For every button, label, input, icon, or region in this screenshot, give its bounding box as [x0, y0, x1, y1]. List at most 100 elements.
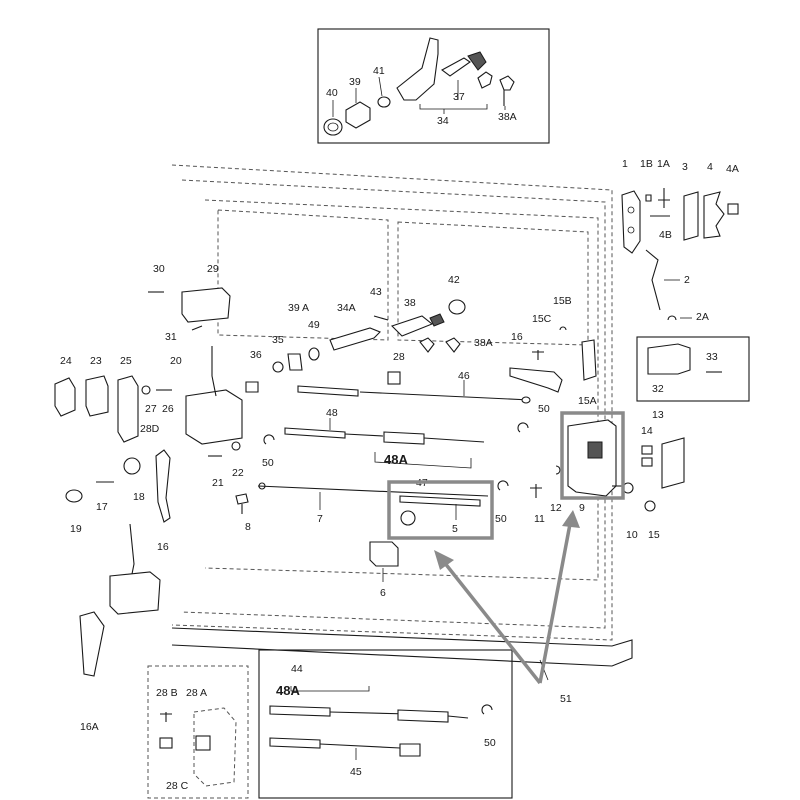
part-38-cylinder — [390, 315, 434, 337]
part-38a-key-2 — [499, 75, 515, 106]
part-36 — [245, 381, 259, 393]
label-34a: 34A — [337, 302, 356, 314]
part-48-cable-b — [383, 431, 425, 445]
label-16-right: 16 — [511, 331, 523, 343]
highlights — [387, 411, 625, 685]
label-4: 4 — [707, 161, 713, 173]
inset-top-frame — [317, 28, 550, 144]
part-50-clip-d — [481, 704, 493, 715]
label-38a-top: 38A — [498, 111, 517, 123]
part-42-ring — [448, 299, 466, 315]
part-4a — [727, 203, 739, 215]
label-28a: 28 A — [186, 687, 207, 699]
part-31-screw — [191, 325, 203, 331]
part-49-ring — [308, 347, 320, 361]
part-23-plate — [85, 375, 109, 417]
label-2: 2 — [684, 274, 690, 286]
label-9: 9 — [579, 502, 585, 514]
label-18: 18 — [133, 491, 145, 503]
highlight-box-part-5 — [387, 480, 494, 540]
label-20: 20 — [170, 355, 182, 367]
label-17: 17 — [96, 501, 108, 513]
label-21: 21 — [212, 477, 224, 489]
part-1a-screw — [658, 188, 670, 208]
label-1: 1 — [622, 158, 628, 170]
label-38: 38 — [404, 297, 416, 309]
inset-box-32: 33 32 — [636, 336, 750, 402]
part-15b-clip — [559, 326, 567, 331]
label-11: 11 — [534, 513, 545, 525]
inset-bottom-frame — [258, 649, 513, 799]
label-33: 33 — [706, 351, 718, 363]
part-37-cylinder — [440, 57, 471, 77]
label-31: 31 — [165, 331, 177, 343]
label-44: 44 — [291, 663, 303, 675]
part-39-cylinder — [345, 101, 371, 129]
label-15: 15 — [648, 529, 660, 541]
part-14 — [641, 445, 653, 455]
label-10: 10 — [626, 529, 638, 541]
label-50-d: 50 — [484, 737, 496, 749]
label-48a-bottom: 48A — [276, 683, 300, 698]
part-38a-keys — [419, 337, 461, 353]
bracket-48a — [374, 452, 472, 469]
part-8-bolt — [235, 493, 249, 514]
part-15 — [644, 500, 656, 512]
label-2a: 2A — [696, 311, 709, 323]
label-46: 46 — [458, 370, 470, 382]
label-45: 45 — [350, 766, 362, 778]
label-15a: 15A — [578, 395, 597, 407]
inset-bottom-cables: 44 48A 45 50 — [258, 649, 513, 799]
part-27-washer — [141, 385, 151, 395]
label-24: 24 — [60, 355, 72, 367]
inset-bottom-left-frame — [147, 665, 249, 799]
arrow-head-part-9 — [562, 510, 580, 528]
part-44-cable-a — [269, 705, 331, 717]
label-26: 26 — [162, 403, 174, 415]
label-41: 41 — [373, 65, 385, 77]
part-15c-screw — [532, 350, 544, 360]
part-24-plate — [54, 377, 76, 417]
label-39a: 39 A — [288, 302, 309, 314]
label-50-c: 50 — [262, 457, 274, 469]
part-38a-key — [477, 71, 493, 89]
part-5-spring — [400, 510, 416, 526]
part-35-ring — [272, 361, 284, 373]
label-27: 27 — [145, 403, 157, 415]
part-29-cover — [181, 287, 231, 323]
label-19: 19 — [70, 523, 82, 535]
part-2-rod — [645, 249, 661, 311]
door-outline: 51 — [171, 164, 633, 705]
part-16a-handle — [79, 611, 105, 677]
part-1b — [645, 194, 652, 202]
group-center-handle: 42 38A 38 43 34A 28 — [329, 274, 493, 385]
part-44-cable-b — [397, 709, 449, 723]
part-11-screw — [530, 484, 542, 498]
part-45-cable-b — [399, 743, 421, 757]
part-18-washer — [123, 457, 141, 475]
part-28a-block — [159, 737, 173, 749]
group-left-upper: 30 29 31 36 35 39 A 49 — [148, 263, 320, 393]
label-22: 22 — [232, 467, 244, 479]
label-8: 8 — [245, 521, 251, 533]
part-45-cable-a — [269, 737, 321, 749]
arrow-to-part-9 — [538, 523, 572, 684]
label-4b: 4B — [659, 229, 672, 241]
arrow-to-part-5 — [442, 560, 542, 685]
label-6: 6 — [380, 587, 386, 599]
part-41-washer — [377, 96, 391, 108]
part-5-rod — [399, 495, 481, 507]
label-48: 48 — [326, 407, 338, 419]
label-13: 13 — [652, 409, 664, 421]
label-37: 37 — [453, 91, 465, 103]
label-50-a: 50 — [538, 403, 550, 415]
label-5: 5 — [452, 523, 458, 535]
label-7: 7 — [317, 513, 323, 525]
label-40: 40 — [326, 87, 338, 99]
label-15c: 15C — [532, 313, 552, 325]
inset-top-lock-cylinder: 40 39 41 37 34 38A — [317, 28, 550, 144]
part-28b-screw — [160, 712, 172, 722]
part-22-washer — [231, 441, 241, 451]
part-handle-body — [396, 37, 439, 101]
part-12-clip — [555, 465, 561, 475]
